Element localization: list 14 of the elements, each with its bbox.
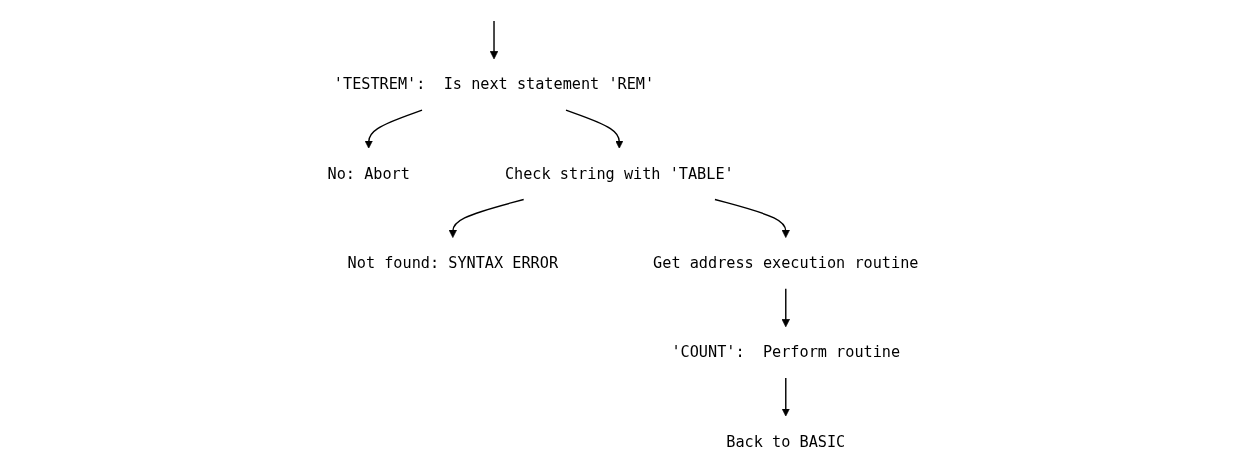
node-text: No: Abort bbox=[328, 164, 411, 183]
arrow bbox=[449, 198, 525, 238]
arrow bbox=[714, 198, 791, 238]
arrow bbox=[365, 109, 424, 149]
node-text: Get address execution routine bbox=[653, 253, 919, 272]
node-text: Not found: SYNTAX ERROR bbox=[348, 253, 559, 272]
node-text: 'TESTREM': Is next statement 'REM' bbox=[334, 75, 655, 94]
arrow bbox=[782, 288, 791, 328]
node-text: Back to BASIC bbox=[726, 432, 846, 451]
arrow bbox=[565, 109, 624, 149]
node-text: 'COUNT': Perform routine bbox=[671, 342, 901, 361]
node-text: Check string with 'TABLE' bbox=[505, 164, 735, 183]
arrow bbox=[782, 377, 791, 417]
arrow bbox=[490, 20, 499, 60]
